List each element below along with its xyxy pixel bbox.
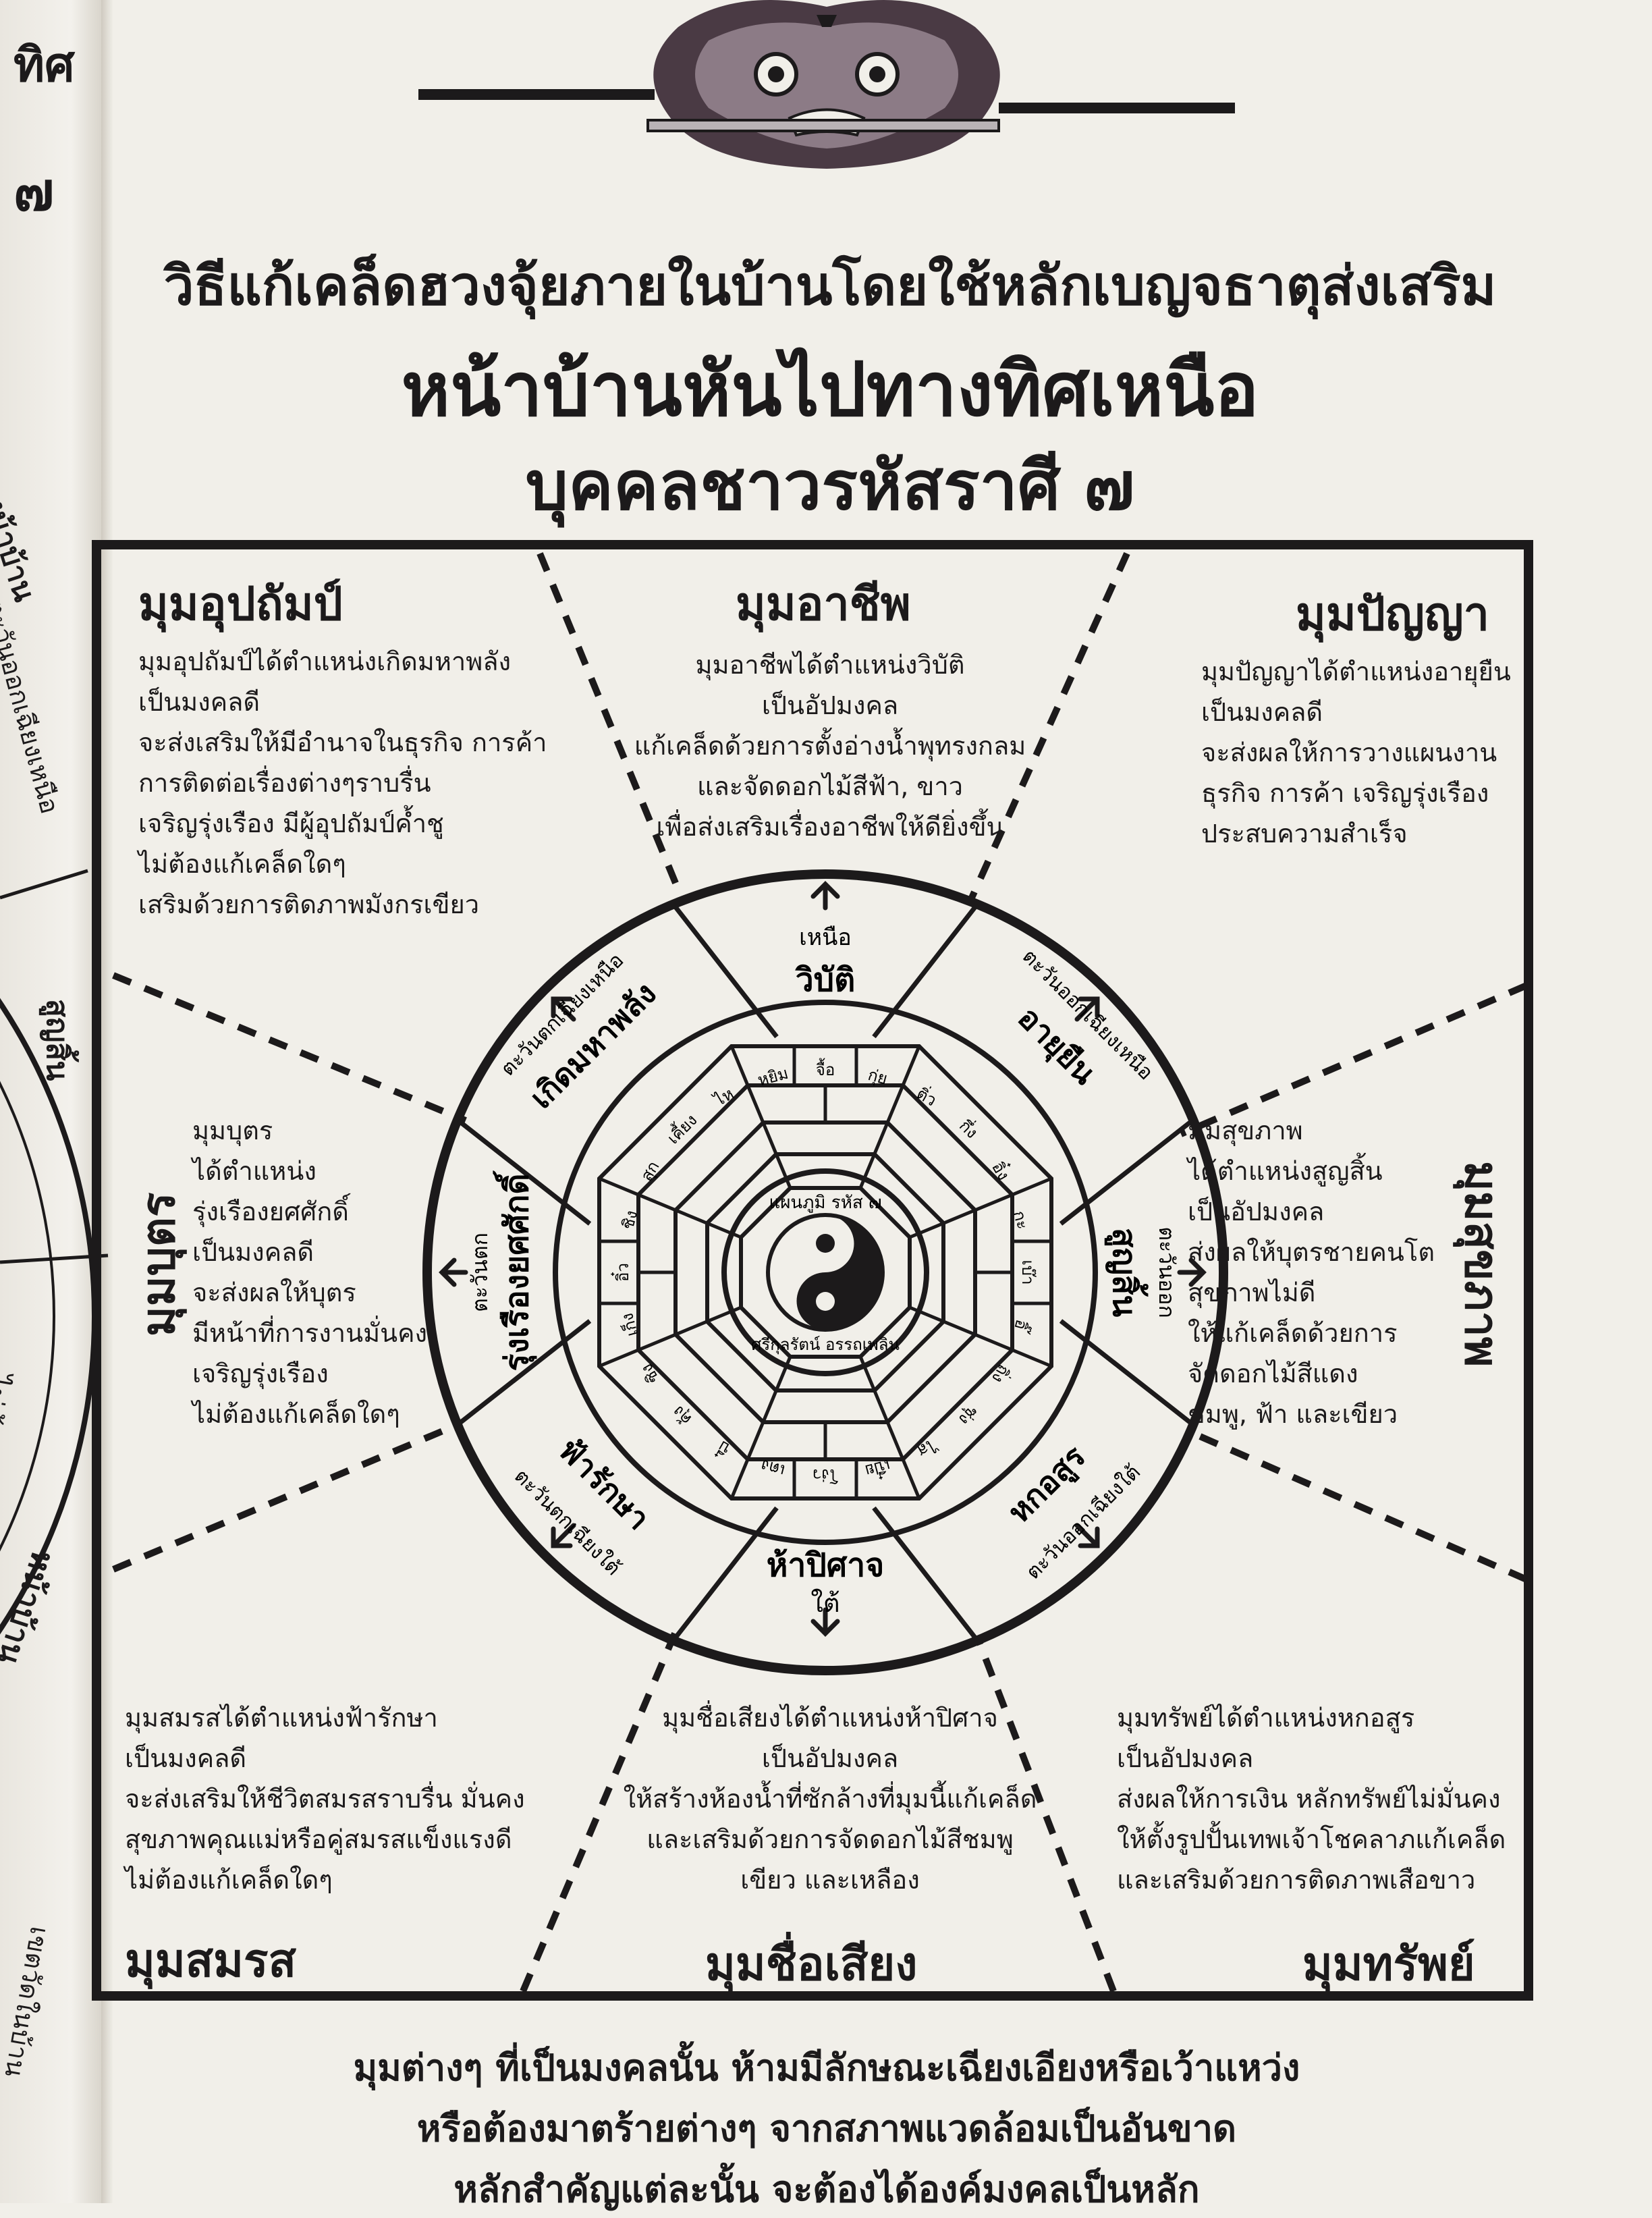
mountain-label: บี๋ [713, 1437, 734, 1461]
mountain-label: โง่ว [813, 1465, 838, 1484]
corner-title-e: มุมสุขภาพ [1454, 1161, 1508, 1368]
mountain-label: สุก [637, 1158, 664, 1185]
corner-text-n: มุมอาชีพได้ตำแหน่งวิบัติเป็นอัปมงคลแก้เค… [634, 650, 1026, 842]
wheel-west-direction: ตะวันตก [467, 1233, 493, 1312]
book-gutter [101, 0, 113, 2203]
margin-fragment-1: ทิศ [13, 37, 75, 92]
corner-title-w: มุมบุตร [132, 1192, 186, 1337]
center-caption-bottom: ศรีกุลรัตน์ อรรถเพลิน [751, 1335, 900, 1355]
mountain-label: ถิ่ง [988, 1361, 1015, 1387]
mountain-label: เบ๊า [1018, 1260, 1037, 1285]
mountain-label: ซิง [637, 1361, 663, 1386]
footer-line-3: หลักสำคัญแต่ละนั้น จะต้องได้องค์มงคลเป็น… [453, 2168, 1200, 2211]
wheel-south-position: ห้าปิศาจ [767, 1546, 885, 1584]
corner-text-s: มุมชื่อเสียงได้ตำแหน่งห้าปิศาจเป็นอัปมงค… [623, 1703, 1037, 1895]
guardian-mask-ornament [418, 0, 1235, 169]
wheel-east-position: สูญสิ้น [1104, 1228, 1149, 1317]
corner-title-se: มุมทรัพย์ [1302, 1938, 1475, 1991]
diagram-frame [92, 540, 1533, 2001]
mountain-label: ไห [710, 1084, 737, 1110]
title-line-1: วิธีแก้เคล็ดฮวงจุ้ยภายในบ้านโดยใช้หลักเบ… [163, 254, 1497, 317]
mountain-label: อิ๋ง [988, 1158, 1016, 1184]
mountain-label: ติ่ว [913, 1082, 941, 1110]
footer-line-2: หรือต้องมาตร้ายต่างๆ จากสภาพแวดล้อมเป็นอ… [416, 2107, 1237, 2150]
margin-fragment-2: ๗ [13, 160, 55, 223]
wheel-north-direction: เหนือ [799, 924, 852, 951]
corner-title-ne: มุมปัญญา [1296, 588, 1489, 641]
mountain-label: ไส [914, 1434, 940, 1461]
footer-line-1: มุมต่างๆ ที่เป็นมงคลนั้น ห้ามมีลักษณะเฉี… [353, 2047, 1300, 2089]
corner-text-nw: มุมอุปถัมป์ได้ตำแหน่งเกิดมหาพลังเป็นมงคล… [138, 647, 547, 919]
mountain-label: อิ๋ว [611, 1263, 632, 1282]
corner-text-w: มุมบุตรได้ตำแหน่งรุ่งเรืองยศศักดิ์ เป็นม… [192, 1116, 428, 1429]
corner-text-se: มุมทรัพย์ได้ตำแหน่งหกอสูรเป็นอัปมงคลส่งผ… [1117, 1703, 1506, 1895]
wheel-east-direction: ตะวันออก [1154, 1226, 1180, 1318]
corner-text-e: มุมสุขภาพได้ตำแหน่งสูญสิ้นเป็นอัปมงคล ส่… [1188, 1116, 1435, 1429]
title-line-3: บุคคลชาวรหัสราศี ๗ [525, 446, 1135, 525]
center-caption-top: แผนภูมิ รหัส ๗ [769, 1193, 881, 1213]
wheel-north-position: วิบัติ [795, 961, 856, 999]
corner-title-n: มุมอาชีพ [736, 578, 911, 631]
corner-text-ne: มุมปัญญาได้ตำแหน่งอายุยืนเป็นมงคลดีจะส่ง… [1201, 657, 1511, 848]
mountain-label: เคี้ยง [661, 1108, 700, 1147]
wheel-west-position: รุ่งเรืองยศศักดิ์ [493, 1170, 537, 1372]
wheel-south-direction: ใต้ [810, 1588, 839, 1618]
corner-title-sw: มุมสมรส [125, 1935, 297, 1988]
mountain-label: ชิง [618, 1208, 641, 1231]
corner-title-s: มุมชื่อเสียง [705, 1938, 918, 1991]
corner-title-nw: มุมอุปถัมป์ [138, 578, 343, 631]
corner-text-sw: มุมสมรสได้ตำแหน่งฟ้ารักษาเป็นมงคลดีจะส่ง… [125, 1703, 525, 1895]
title-line-2: หน้าบ้านหันไปทางทิศเหนือ [401, 346, 1259, 433]
mountain-label: กึ่ง [956, 1115, 983, 1142]
mountain-label: จื้อ [816, 1058, 835, 1079]
